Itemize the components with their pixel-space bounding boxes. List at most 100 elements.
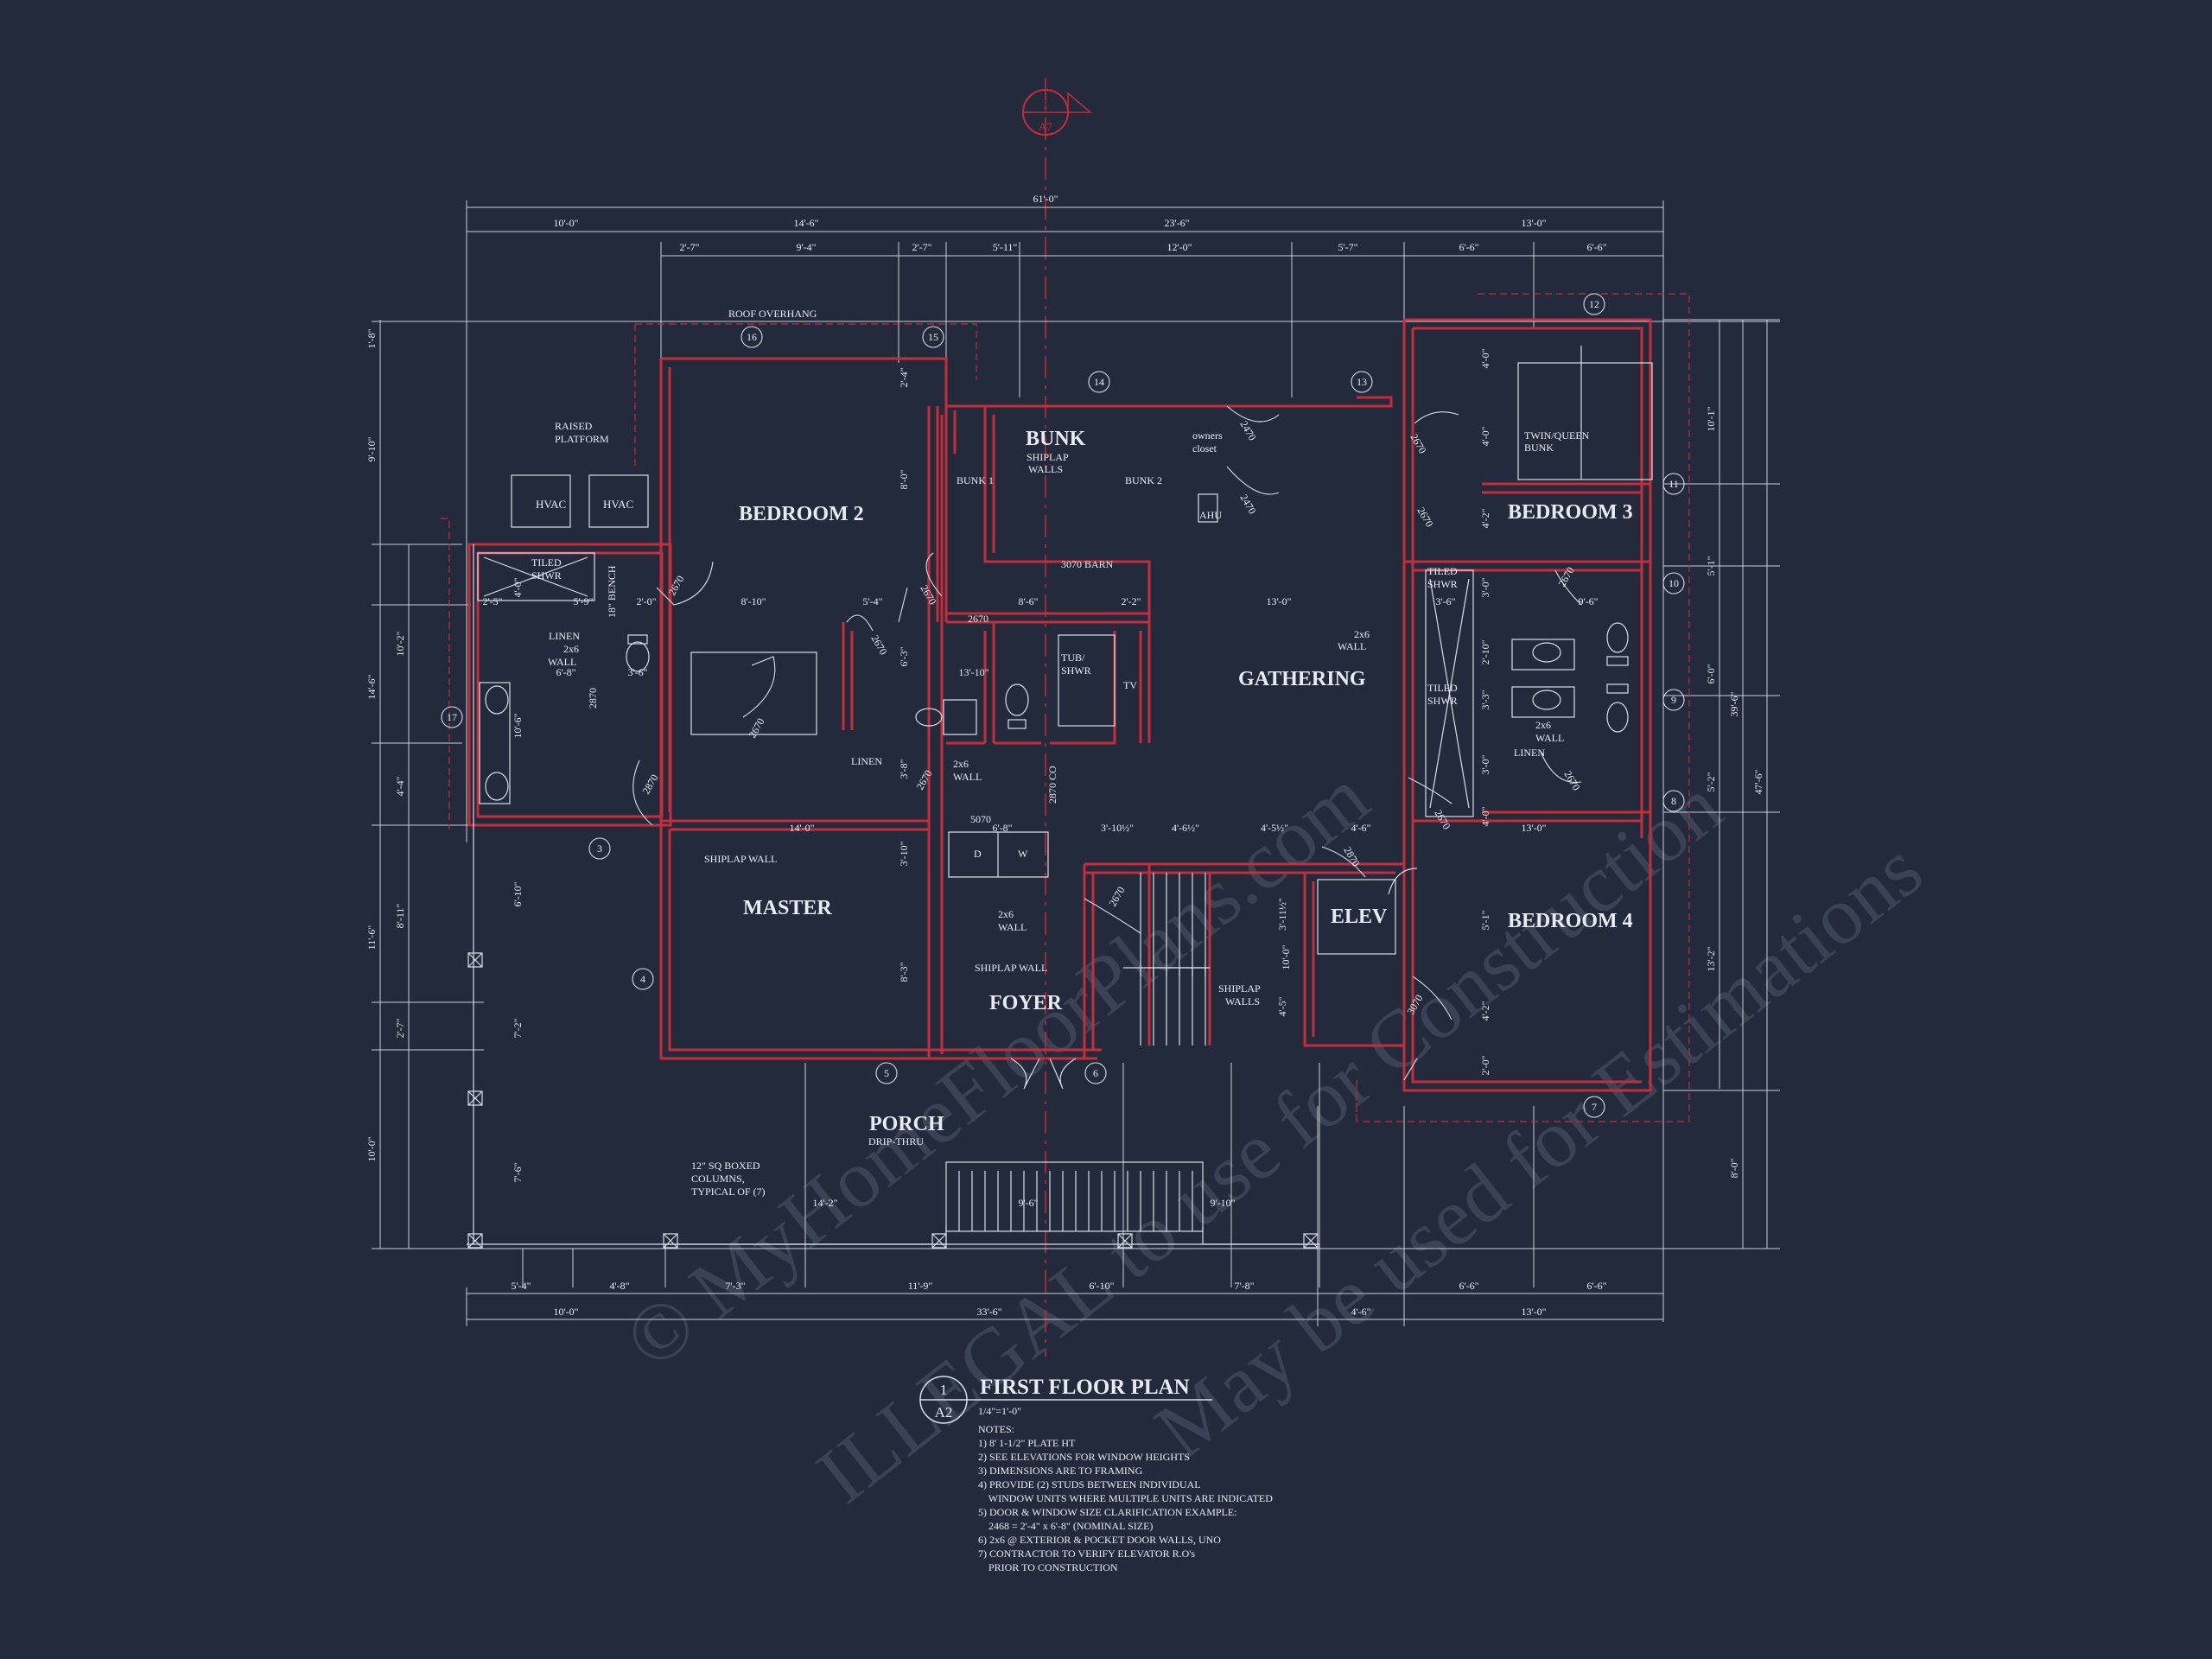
svg-text:6'-8": 6'-8" [992, 822, 1012, 834]
svg-text:13'-0": 13'-0" [1521, 217, 1546, 229]
svg-text:3'-10": 3'-10" [898, 841, 910, 866]
right-dimensions: 10'-1" 5'-1" 6'-0" 5'-2" 13'-2" 8'-0" 39… [1705, 406, 1764, 1178]
top-dimensions: 61'-0" 10'-0" 14'-6" 23'-6" 13'-0" 2'-7"… [553, 193, 1606, 253]
svg-text:13: 13 [1357, 376, 1367, 388]
svg-text:5) DOOR & WINDOW SIZE CLARIFIC: 5) DOOR & WINDOW SIZE CLARIFICATION EXAM… [978, 1506, 1237, 1518]
svg-text:PLATFORM: PLATFORM [555, 433, 609, 445]
svg-text:16: 16 [747, 331, 757, 343]
svg-text:5'-7": 5'-7" [1338, 241, 1357, 253]
svg-text:10'-0": 10'-0" [553, 217, 578, 229]
walls [467, 318, 1652, 1092]
svg-text:9: 9 [1671, 694, 1676, 706]
svg-text:HVAC: HVAC [536, 498, 566, 511]
svg-text:2'-4": 2'-4" [898, 367, 910, 387]
svg-text:6'-10": 6'-10" [512, 881, 524, 906]
svg-text:6'-8": 6'-8" [556, 666, 575, 678]
plan-title: FIRST FLOOR PLAN [980, 1376, 1190, 1399]
svg-text:4'-2": 4'-2" [1479, 508, 1491, 528]
svg-text:8'-6": 8'-6" [1018, 595, 1038, 607]
svg-text:5'-11": 5'-11" [993, 241, 1018, 253]
svg-text:5070: 5070 [970, 813, 991, 825]
svg-text:10'-0": 10'-0" [365, 1136, 378, 1161]
svg-text:4'-2": 4'-2" [1479, 1001, 1491, 1020]
svg-text:7'-8": 7'-8" [1234, 1280, 1254, 1292]
svg-text:6'-6": 6'-6" [1586, 1280, 1606, 1292]
svg-text:18" BENCH: 18" BENCH [606, 565, 618, 618]
svg-text:10'-0": 10'-0" [1280, 944, 1292, 969]
svg-text:3) DIMENSIONS ARE TO FRAMING: 3) DIMENSIONS ARE TO FRAMING [978, 1465, 1143, 1477]
svg-text:13'-10": 13'-10" [958, 666, 988, 678]
svg-text:4'-6": 4'-6" [1351, 1306, 1370, 1318]
room-porch: PORCH [869, 1113, 944, 1135]
svg-text:14'-2": 14'-2" [812, 1197, 837, 1209]
svg-text:2'-2": 2'-2" [1121, 595, 1141, 607]
svg-text:2670: 2670 [968, 613, 988, 625]
svg-text:61'-0": 61'-0" [1033, 193, 1058, 205]
svg-text:10'-6": 10'-6" [512, 713, 524, 738]
svg-text:A2: A2 [935, 1404, 953, 1421]
svg-text:1: 1 [940, 1382, 948, 1398]
svg-text:DRIP-THRU: DRIP-THRU [868, 1135, 924, 1147]
svg-text:8'-0": 8'-0" [1728, 1158, 1740, 1178]
room-bedroom-4: BEDROOM 4 [1508, 910, 1633, 932]
title-block: 1 A2 FIRST FLOOR PLAN 1/4"=1'-0" [919, 1376, 1212, 1424]
svg-text:5'-4": 5'-4" [511, 1280, 531, 1292]
svg-text:14'-0": 14'-0" [789, 822, 814, 834]
svg-text:2x6: 2x6 [953, 758, 969, 770]
svg-text:9'-6": 9'-6" [1018, 1197, 1038, 1209]
svg-text:5'-9": 5'-9" [573, 595, 593, 607]
svg-text:2'-0": 2'-0" [1479, 1055, 1491, 1075]
svg-text:14'-6": 14'-6" [365, 674, 378, 699]
svg-text:4'-8": 4'-8" [609, 1280, 629, 1292]
svg-text:WALLS: WALLS [1225, 995, 1260, 1007]
svg-text:2'-10": 2'-10" [1479, 639, 1491, 664]
svg-text:NOTES:: NOTES: [978, 1423, 1014, 1435]
svg-text:6'-3": 6'-3" [898, 646, 910, 666]
svg-text:7: 7 [1592, 1101, 1597, 1113]
svg-text:6) 2x6 @ EXTERIOR & POCKET DOO: 6) 2x6 @ EXTERIOR & POCKET DOOR WALLS, U… [978, 1534, 1221, 1546]
svg-text:13'-0": 13'-0" [1521, 822, 1546, 834]
svg-text:WALLS: WALLS [1028, 463, 1063, 475]
svg-text:10'-1": 10'-1" [1705, 406, 1717, 431]
dimension-lines [372, 200, 1780, 1326]
svg-text:PRIOR TO CONSTRUCTION: PRIOR TO CONSTRUCTION [978, 1561, 1118, 1573]
svg-text:5'-4": 5'-4" [862, 595, 882, 607]
svg-text:9'-4": 9'-4" [796, 241, 816, 253]
svg-text:3'-0": 3'-0" [1479, 577, 1491, 597]
svg-text:HVAC: HVAC [603, 498, 633, 511]
svg-text:TUB/: TUB/ [1061, 652, 1085, 664]
svg-text:5'-2": 5'-2" [1705, 772, 1717, 791]
section-marker: 1 A7 [1022, 78, 1093, 1357]
fixtures [467, 346, 1653, 1249]
notes: NOTES: 1) 8' 1-1/2" PLATE HT 2) SEE ELEV… [978, 1423, 1273, 1573]
svg-text:11: 11 [1669, 478, 1679, 490]
svg-text:6'-6": 6'-6" [1586, 241, 1606, 253]
svg-text:closet: closet [1192, 442, 1217, 454]
svg-text:1: 1 [1043, 99, 1048, 111]
svg-text:4'-0": 4'-0" [1479, 348, 1491, 368]
svg-text:3'-6": 3'-6" [1435, 595, 1455, 607]
svg-text:8: 8 [1671, 795, 1676, 807]
svg-text:COLUMNS,: COLUMNS, [691, 1173, 745, 1185]
svg-text:13'-0": 13'-0" [1521, 1306, 1546, 1318]
svg-text:4'-6½": 4'-6½" [1172, 822, 1199, 834]
svg-text:TYPICAL OF (7): TYPICAL OF (7) [691, 1185, 766, 1198]
svg-text:TILED: TILED [1427, 565, 1458, 577]
svg-text:A7: A7 [1039, 120, 1052, 133]
svg-text:SHIPLAP WALL: SHIPLAP WALL [704, 853, 777, 865]
svg-text:2) SEE ELEVATIONS FOR WINDOW H: 2) SEE ELEVATIONS FOR WINDOW HEIGHTS [978, 1451, 1190, 1463]
svg-text:5'-1": 5'-1" [1705, 556, 1717, 575]
roof-outline [441, 293, 1690, 1123]
interior-dimensions: 2'-5" 5'-9" 2'-0" 8'-10" 5'-4" 8'-6" 2'-… [482, 348, 1598, 1209]
svg-text:2'-7": 2'-7" [912, 241, 931, 253]
svg-text:1/4"=1'-0": 1/4"=1'-0" [978, 1405, 1021, 1417]
bottom-dimensions: 5'-4" 4'-8" 7'-3" 11'-9" 6'-10" 7'-8" 6'… [511, 1280, 1606, 1318]
svg-text:7'-3": 7'-3" [725, 1280, 745, 1292]
svg-text:13'-0": 13'-0" [1266, 595, 1291, 607]
svg-text:23'-6": 23'-6" [1164, 217, 1189, 229]
svg-text:SHWR: SHWR [1427, 578, 1458, 590]
svg-text:4'-4": 4'-4" [394, 776, 406, 796]
svg-text:LINEN: LINEN [1514, 747, 1545, 759]
svg-text:WALL: WALL [1535, 732, 1564, 744]
svg-text:SHWR: SHWR [531, 569, 562, 582]
